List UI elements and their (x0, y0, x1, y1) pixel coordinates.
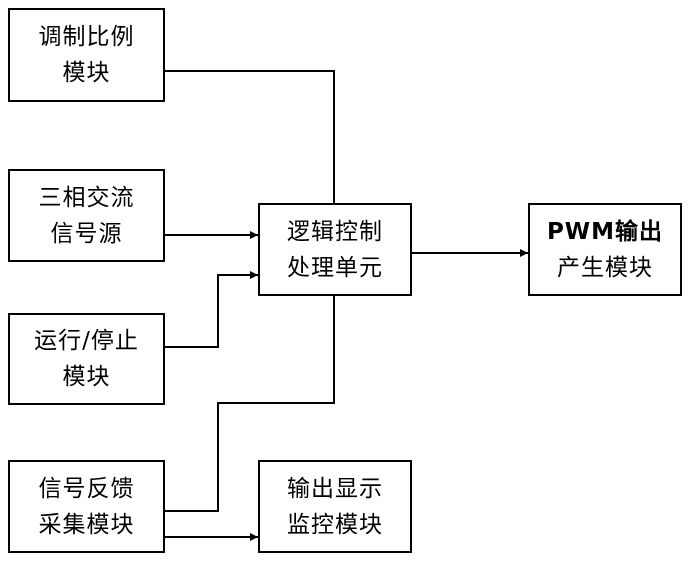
ratio-module-label-line2: 模块 (62, 60, 111, 86)
logic-unit-label-line1: 逻辑控制 (287, 218, 383, 245)
pwm-module-label-line2: 产生模块 (557, 254, 653, 281)
three-phase-source-block: 三相交流 信号源 (8, 169, 165, 262)
pwm-module-label-line1: PWM输出 (546, 218, 664, 245)
display-module-block: 输出显示 监控模块 (258, 460, 412, 553)
line-ratio-to-logic (165, 70, 335, 203)
pwm-module-block: PWM输出 产生模块 (528, 203, 682, 296)
logic-unit-label-line2: 处理单元 (287, 254, 383, 281)
run-stop-module-label-line2: 模块 (62, 364, 111, 390)
logic-unit-block: 逻辑控制 处理单元 (258, 203, 412, 296)
feedback-module-label-line1: 信号反馈 (38, 475, 135, 502)
ratio-module-label-line1: 调制比例 (38, 24, 135, 50)
run-stop-module-block: 运行/停止 模块 (8, 313, 165, 405)
display-module-label-line2: 监控模块 (287, 511, 383, 538)
three-phase-source-label-line2: 信号源 (50, 220, 123, 247)
ratio-module-block: 调制比例 模块 (8, 8, 165, 102)
arrow-run-stop-to-logic (165, 271, 258, 348)
display-module-label-line1: 输出显示 (287, 475, 383, 502)
line-logic-to-feedback (165, 296, 335, 512)
feedback-module-block: 信号反馈 采集模块 (8, 460, 165, 553)
run-stop-module-label-line1: 运行/停止 (34, 328, 139, 354)
three-phase-source-label-line1: 三相交流 (38, 184, 135, 211)
feedback-module-label-line2: 采集模块 (38, 511, 135, 538)
